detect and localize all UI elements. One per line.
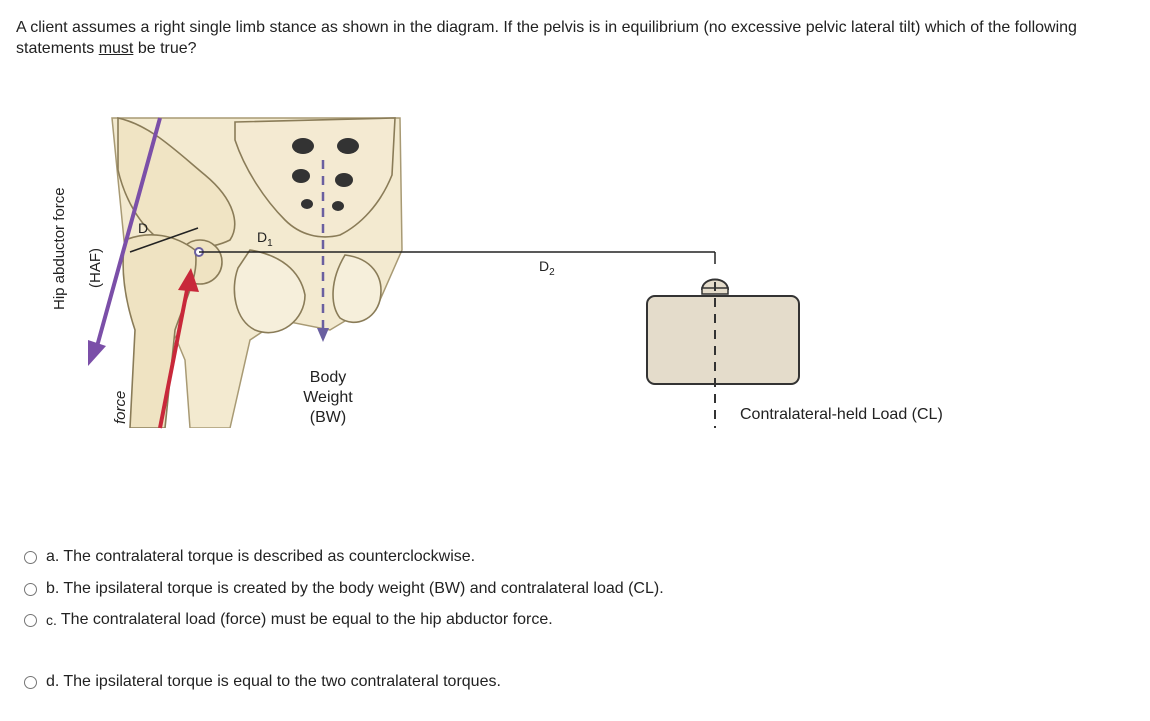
bw-label-line3: (BW) (309, 409, 347, 426)
d-label: D (138, 220, 149, 236)
d-moment-arm (129, 227, 199, 253)
option-d[interactable]: d. The ipsilateral torque is equal to th… (24, 673, 501, 691)
bw-label-line2: Weight (303, 389, 353, 406)
d2-label: D2 (539, 258, 555, 278)
option-c-letter: c. (46, 612, 57, 628)
d2-letter: D (539, 258, 550, 274)
option-a-radio[interactable] (24, 550, 37, 564)
force-label: force (112, 390, 129, 424)
pelvis-bones (111, 117, 403, 428)
option-d-radio[interactable] (24, 675, 37, 689)
option-b-radio[interactable] (24, 582, 37, 596)
option-b-letter: b. (46, 580, 60, 597)
bw-label-line1: Body (309, 369, 347, 386)
question-emphasis: must (98, 40, 134, 57)
option-d-letter: d. (46, 673, 60, 690)
bw-arrow (317, 160, 329, 342)
d1-letter: D (257, 229, 268, 245)
option-c[interactable]: c. The contralateral load (force) must b… (24, 611, 553, 629)
load-briefcase (646, 278, 800, 428)
question-part2: be true? (133, 40, 197, 57)
option-c-radio[interactable] (24, 613, 37, 627)
option-a-letter: a. (46, 548, 60, 565)
option-a-text: The contralateral torque is described as… (63, 548, 476, 565)
bw-label: Body Weight (BW) (290, 368, 366, 428)
d1-label: D1 (257, 229, 273, 249)
question-part1: A client assumes a right single limb sta… (16, 19, 1077, 57)
option-d-text: The ipsilateral torque is equal to the t… (63, 673, 501, 690)
option-b[interactable]: b. The ipsilateral torque is created by … (24, 580, 664, 598)
haf-label-line2: (HAF) (87, 248, 104, 288)
option-c-text: The contralateral load (force) must be e… (60, 611, 553, 628)
question-text: A client assumes a right single limb sta… (16, 17, 1126, 59)
haf-arrow (88, 117, 162, 366)
cl-label: Contralateral-held Load (CL) (740, 406, 943, 423)
hip-joint-center (194, 247, 204, 257)
option-a[interactable]: a. The contralateral torque is described… (24, 548, 475, 566)
d2-subscript: 2 (549, 266, 555, 278)
d1-subscript: 1 (267, 237, 273, 249)
jrf-arrow (158, 268, 199, 429)
option-b-text: The ipsilateral torque is created by the… (63, 580, 664, 597)
haf-label-line1: Hip abductor force (51, 187, 68, 310)
